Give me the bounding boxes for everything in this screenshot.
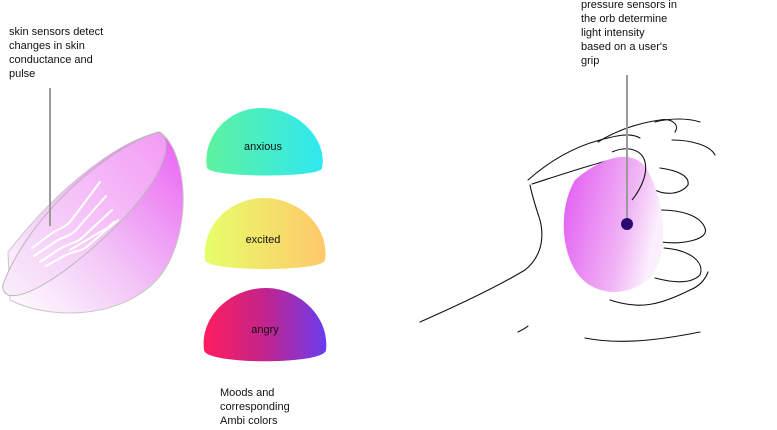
mood-dome-excited bbox=[204, 198, 326, 269]
mood-dome-anxious bbox=[206, 108, 323, 176]
pressure-sensors-note: pressure sensors in the orb determine li… bbox=[581, 0, 677, 67]
mood-label-excited: excited bbox=[245, 234, 281, 246]
mood-label-angry: angry bbox=[251, 324, 279, 336]
moods-caption: Moods and corresponding Ambi colors bbox=[220, 387, 290, 427]
pressure-sensor-dot bbox=[621, 218, 633, 230]
skin-sensor-traces bbox=[31, 181, 119, 267]
thumb-over-orb bbox=[611, 148, 647, 201]
mood-label-anxious: anxious bbox=[244, 141, 282, 153]
half-orb bbox=[2, 131, 184, 314]
skin-sensors-note: skin sensors detect changes in skin cond… bbox=[9, 26, 104, 80]
gripped-orb bbox=[563, 156, 664, 292]
mood-dome-angry bbox=[203, 288, 327, 362]
